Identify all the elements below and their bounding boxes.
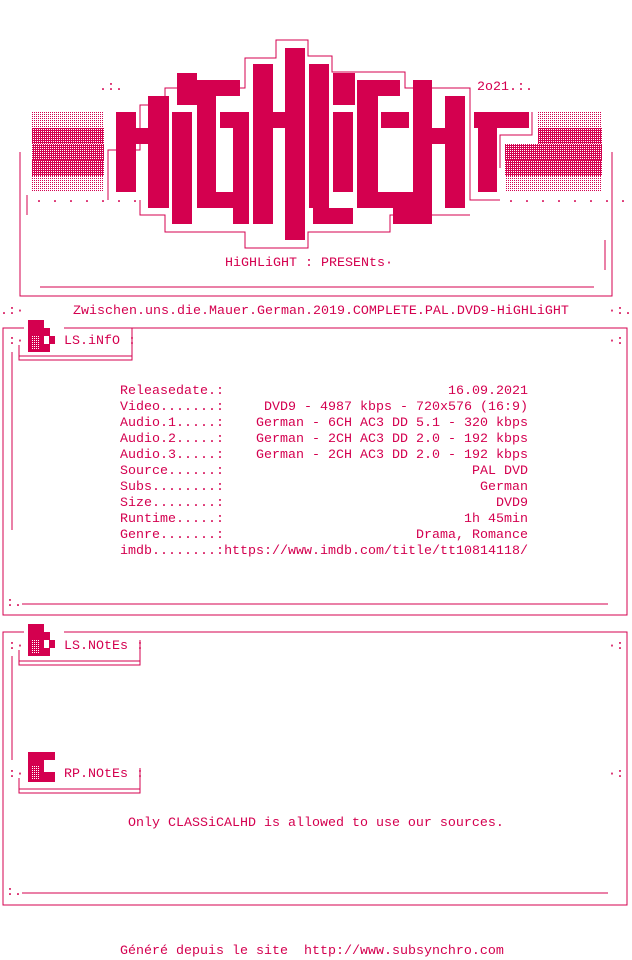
header-frame bbox=[19, 39, 613, 297]
rp-notes-text: Only CLASSiCALHD is allowed to use our s… bbox=[128, 816, 504, 831]
info-row-runtime: Runtime.....:1h 45min bbox=[120, 512, 528, 527]
footer-link[interactable]: http://www.subsynchro.com bbox=[303, 944, 504, 959]
corner-dots: ·: bbox=[608, 334, 624, 349]
rp-notes-icon bbox=[28, 752, 55, 782]
corner-dots: :· bbox=[8, 639, 24, 654]
corner-dots: ·: bbox=[608, 767, 624, 782]
highlight-logo bbox=[116, 48, 529, 240]
info-row-video: Video.......:DVD9 - 4987 kbps - 720x576 … bbox=[120, 400, 528, 415]
info-row-genre: Genre.......:Drama, Romance bbox=[120, 528, 528, 543]
ls-notes-heading: LS.NOtEs : bbox=[64, 639, 144, 654]
info-row-imdb[interactable]: imdb........:https://www.imdb.com/title/… bbox=[120, 544, 528, 559]
side-hatch-left bbox=[32, 112, 104, 192]
info-row-audio3: Audio.3.....:German - 2CH AC3 DD 2.0 - 1… bbox=[120, 448, 528, 463]
info-row-releasedate: Releasedate.:16.09.2021 bbox=[120, 384, 528, 399]
rp-notes-heading: RP.NOtEs : bbox=[64, 767, 144, 782]
corner-dots: :. bbox=[6, 596, 22, 611]
decor-dots: .:. bbox=[99, 80, 123, 95]
info-row-audio2: Audio.2.....:German - 2CH AC3 DD 2.0 - 1… bbox=[120, 432, 528, 447]
corner-dots: ·: bbox=[608, 639, 624, 654]
info-box-frame bbox=[2, 327, 628, 616]
info-row-subs: Subs........:German bbox=[120, 480, 528, 495]
release-title: Zwischen.uns.die.Mauer.German.2019.COMPL… bbox=[73, 304, 569, 319]
year-label: 2o21.:. bbox=[477, 80, 533, 95]
presents-label: HiGHLiGHT : PRESENts· bbox=[225, 256, 393, 271]
info-row-audio1: Audio.1.....:German - 6CH AC3 DD 5.1 - 3… bbox=[120, 416, 528, 431]
footer: Généré depuis le site http://www.subsync… bbox=[120, 944, 504, 960]
info-heading: LS.iNfO : bbox=[64, 334, 136, 349]
ls-notes-icon bbox=[28, 624, 55, 656]
corner-dots: :· bbox=[8, 334, 24, 349]
imdb-link[interactable]: https://www.imdb.com/title/tt10814118/ bbox=[224, 544, 528, 559]
corner-dots: :. bbox=[6, 885, 22, 900]
decor-dots-right: . . . . . . . . . . bbox=[507, 192, 627, 207]
corner-dots: :· bbox=[8, 767, 24, 782]
title-decor-right: ·:. bbox=[608, 304, 632, 319]
notes-box-frame bbox=[2, 631, 628, 906]
side-hatch-right bbox=[505, 112, 602, 192]
title-decor-left: .:· bbox=[0, 304, 24, 319]
footer-label: Généré depuis le site bbox=[120, 944, 288, 959]
decor-dots-left: . . . . . . . . . bbox=[35, 192, 171, 207]
info-row-source: Source......:PAL DVD bbox=[120, 464, 528, 479]
info-heading-icon bbox=[28, 320, 55, 352]
info-row-size: Size........:DVD9 bbox=[120, 496, 528, 511]
